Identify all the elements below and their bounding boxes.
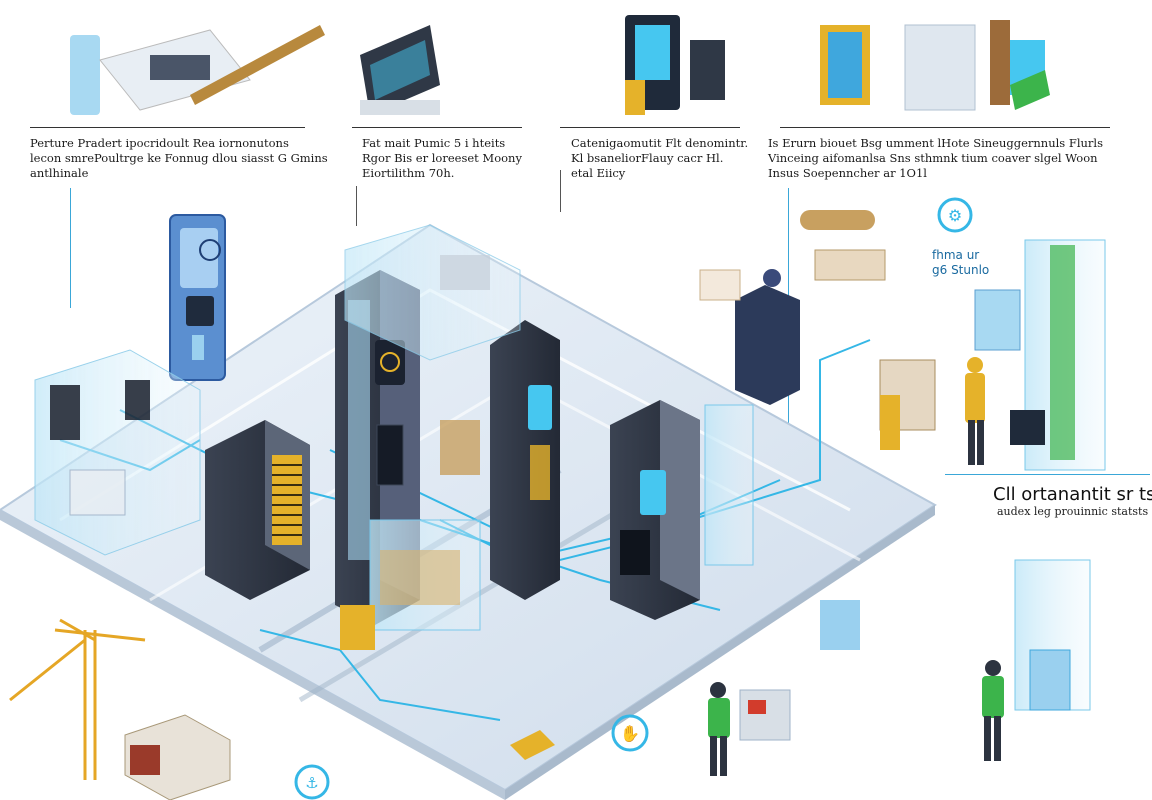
hook-badge-icon: ⚓: [294, 764, 330, 800]
bottom-right-worker: [982, 559, 1091, 761]
side-rule: [945, 474, 1150, 475]
upper-right-station: [699, 210, 936, 450]
top-cluster-1: [70, 25, 325, 115]
caption-2-line-3: Eiortilithm 70h.: [362, 166, 455, 180]
glass-bay-left: [34, 349, 201, 556]
bottom-center-worker: [510, 682, 791, 776]
top-cluster-4: [820, 20, 1050, 111]
center-machinery: [340, 495, 860, 650]
caption-4: Is Erurn biouet Bsg umment lHote Sineugg…: [768, 136, 1103, 181]
svg-text:⚓: ⚓: [305, 774, 318, 792]
caption-1: Perture Pradert ipocridoult Rea iornonut…: [30, 136, 328, 181]
upper-glass-shelf: [344, 224, 521, 361]
caption-2: Fat mait Pumic 5 i hteits Rgor Bis er lo…: [362, 136, 522, 181]
caption-3: Catenigaomutit Flt denomintr. Kl bsaneli…: [571, 136, 748, 181]
cargo-crate: [124, 714, 231, 800]
floor-platform: [0, 223, 937, 800]
floating-label-line-1: fhma ur: [932, 248, 980, 262]
caption-rule-1: [30, 127, 305, 128]
caption-4-line-2: Vinceing aifomanlsa Sns sthmnk tium coav…: [768, 151, 1098, 165]
caption-rule-3: [560, 127, 740, 128]
left-panel-device: [169, 214, 226, 381]
gear-badge-icon: ⚙: [937, 197, 973, 233]
caption-3-line-1: Catenigaomutit Flt denomintr.: [571, 136, 749, 150]
leader-line-3: [560, 170, 561, 212]
side-title: Cll ortanantit sr ts: [993, 484, 1152, 505]
middle-kiosk: [440, 320, 560, 600]
floating-label: fhma ur g6 Stunlo: [932, 248, 989, 278]
floating-label-line-2: g6 Stunlo: [932, 263, 990, 277]
svg-text:⚙: ⚙: [948, 206, 962, 225]
leader-line-1: [70, 188, 71, 308]
caption-3-line-3: etal Eiicy: [571, 166, 626, 180]
top-cluster-2: [360, 25, 440, 115]
caption-1-line-2: lecon smrePoultrge ke Fonnug dlou siasst…: [30, 151, 328, 165]
caption-4-line-1: Is Erurn biouet Bsg umment lHote Sineugg…: [768, 136, 1103, 150]
right-workstation: [965, 239, 1106, 471]
caption-1-line-3: antlhinale: [30, 166, 89, 180]
caption-rule-4: [780, 127, 1110, 128]
top-cluster-3: [625, 15, 725, 115]
cabinet-yellow: [205, 420, 310, 600]
caption-3-line-2: Kl bsaneliorFlauy cacr Hl.: [571, 151, 724, 165]
caption-2-line-1: Fat mait Pumic 5 i hteits: [362, 136, 506, 150]
caption-1-line-1: Perture Pradert ipocridoult Rea iornonut…: [30, 136, 289, 150]
caption-rule-2: [352, 127, 522, 128]
side-subtitle: audex leg prouinnic statsts: [997, 505, 1149, 518]
caption-2-line-2: Rgor Bis er loreeset Moony: [362, 151, 522, 165]
crane-icon: [9, 618, 146, 780]
svg-text:✋: ✋: [620, 724, 640, 743]
caption-4-line-3: Insus Soepenncher ar 1O1l: [768, 166, 927, 180]
hand-badge-icon: ✋: [611, 714, 649, 752]
leader-line-2: [356, 186, 357, 226]
